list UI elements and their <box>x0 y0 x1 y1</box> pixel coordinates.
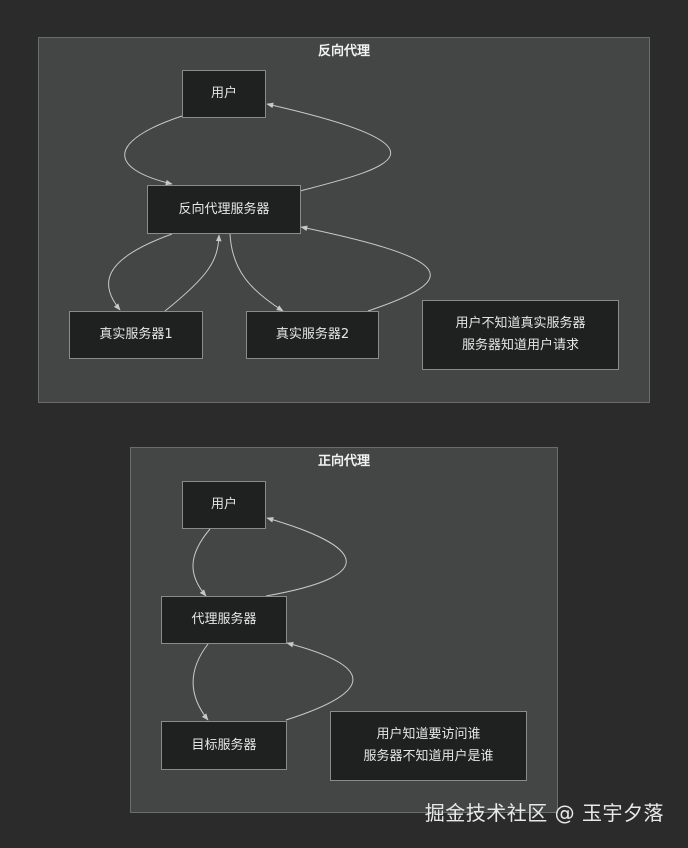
target-server-node: 目标服务器 <box>161 721 287 770</box>
forward-proxy-server-label: 代理服务器 <box>191 612 257 627</box>
reverse-note-line-2: 服务器知道用户请求 <box>461 338 579 353</box>
reverse-note-line-1: 用户不知道真实服务器 <box>455 316 586 331</box>
target-server-label: 目标服务器 <box>191 737 257 753</box>
forward-proxy-server-node: 代理服务器 <box>161 596 287 644</box>
forward-proxy-title: 正向代理 <box>317 454 370 469</box>
reverse-proxy-server-node: 反向代理服务器 <box>147 185 301 234</box>
real-server-2-label: 真实服务器2 <box>275 327 350 342</box>
watermark-text: 掘金技术社区 @ 玉宇夕落 <box>424 801 664 825</box>
reverse-proxy-note: 用户不知道真实服务器 服务器知道用户请求 <box>422 300 619 370</box>
forward-proxy-note: 用户知道要访问谁 服务器不知道用户是谁 <box>330 711 527 781</box>
real-server-2-node: 真实服务器2 <box>246 311 379 359</box>
reverse-user-node: 用户 <box>182 70 266 118</box>
forward-note-line-2: 服务器不知道用户是谁 <box>363 749 494 764</box>
real-server-1-label: 真实服务器1 <box>99 327 173 342</box>
forward-user-label: 用户 <box>210 497 237 512</box>
reverse-proxy-server-label: 反向代理服务器 <box>178 201 270 217</box>
forward-user-node: 用户 <box>182 481 266 529</box>
reverse-user-label: 用户 <box>210 86 237 101</box>
reverse-proxy-title: 反向代理 <box>317 44 370 59</box>
forward-note-line-1: 用户知道要访问谁 <box>376 727 481 742</box>
real-server-1-node: 真实服务器1 <box>69 311 203 359</box>
